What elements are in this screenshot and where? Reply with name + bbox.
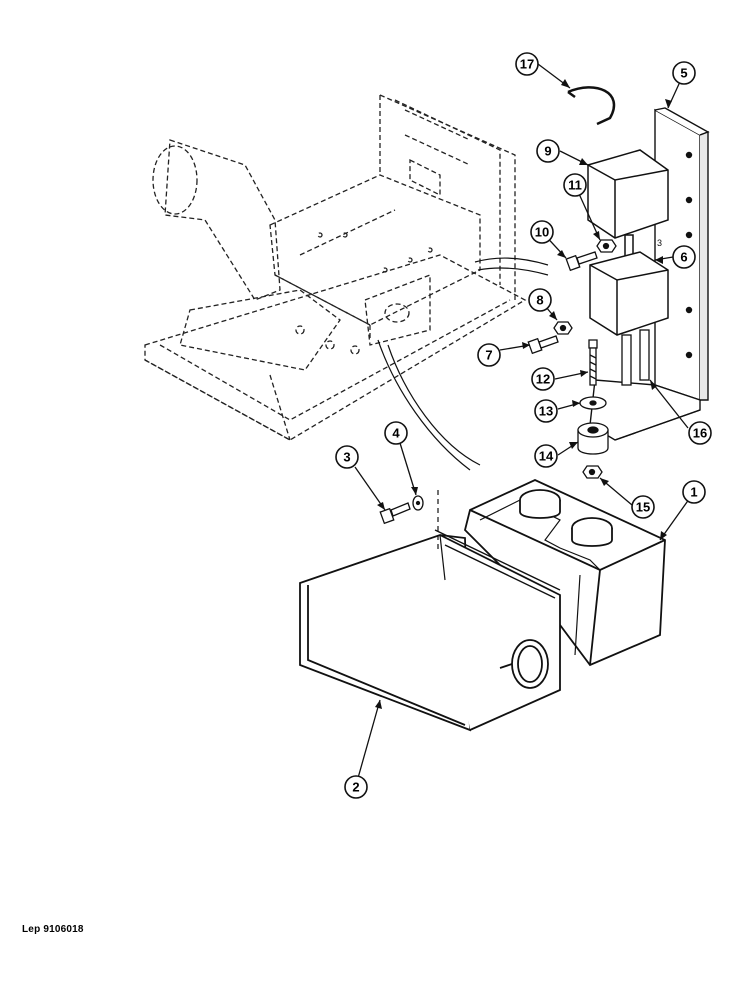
callout-6: 6: [672, 245, 696, 269]
upper-block: [587, 149, 669, 264]
washer-4: [412, 495, 424, 511]
callout-12: 12: [531, 367, 555, 391]
nut-11: [596, 239, 617, 253]
callout-7-label: 7: [485, 348, 492, 363]
callout-13-label: 13: [539, 404, 553, 419]
callout-16: 16: [688, 421, 712, 445]
callout-11: 11: [563, 173, 587, 197]
callout-5-label: 5: [680, 66, 687, 81]
callout-2: 2: [344, 775, 368, 799]
gasket: [434, 529, 561, 599]
callout-8-label: 8: [536, 293, 543, 308]
bolt-7: [527, 335, 559, 355]
nut-8: [553, 321, 573, 335]
bracket-mark: 3: [657, 238, 662, 248]
lower-block: [589, 251, 669, 336]
callout-13: 13: [534, 399, 558, 423]
callout-1: 1: [682, 480, 706, 504]
callout-14: 14: [534, 444, 558, 468]
callout-1-label: 1: [690, 485, 697, 500]
callout-15-label: 15: [636, 500, 650, 515]
callout-12-label: 12: [536, 372, 550, 387]
heater-box: [464, 479, 666, 667]
callout-2-label: 2: [352, 780, 359, 795]
washer-13: [579, 396, 607, 410]
drawing-reference-number: Lep 9106018: [22, 924, 84, 935]
callout-16-label: 16: [693, 426, 707, 441]
callout-4: 4: [384, 421, 408, 445]
callout-3-label: 3: [343, 450, 350, 465]
rubber-mount-14: [577, 422, 609, 455]
heater-hoses: [377, 257, 549, 471]
callout-10-label: 10: [535, 225, 549, 240]
callouts: 17 5 9 11 10 6 8 7: [335, 52, 712, 799]
bolt-10: [565, 251, 598, 272]
callout-4-label: 4: [392, 426, 400, 441]
bolt-12: [588, 339, 598, 386]
callout-5: 5: [672, 61, 696, 85]
callout-15: 15: [631, 495, 655, 519]
callout-17-label: 17: [520, 57, 534, 72]
leader-arrowheads: [375, 79, 672, 709]
callout-8: 8: [528, 288, 552, 312]
callout-6-label: 6: [680, 250, 687, 265]
support-rods: [621, 329, 650, 386]
hose-clip: [567, 86, 616, 126]
nut-15: [582, 465, 603, 479]
callout-17: 17: [515, 52, 539, 76]
callout-9-label: 9: [544, 144, 551, 159]
callout-10: 10: [530, 220, 554, 244]
bolt-3: [379, 502, 411, 525]
callout-7: 7: [477, 343, 501, 367]
callout-9: 9: [536, 139, 560, 163]
callout-14-label: 14: [539, 449, 554, 464]
callout-3: 3: [335, 445, 359, 469]
machine-frame-phantom: [144, 94, 527, 441]
heater-housing: [299, 534, 561, 732]
callout-11-label: 11: [568, 178, 582, 193]
